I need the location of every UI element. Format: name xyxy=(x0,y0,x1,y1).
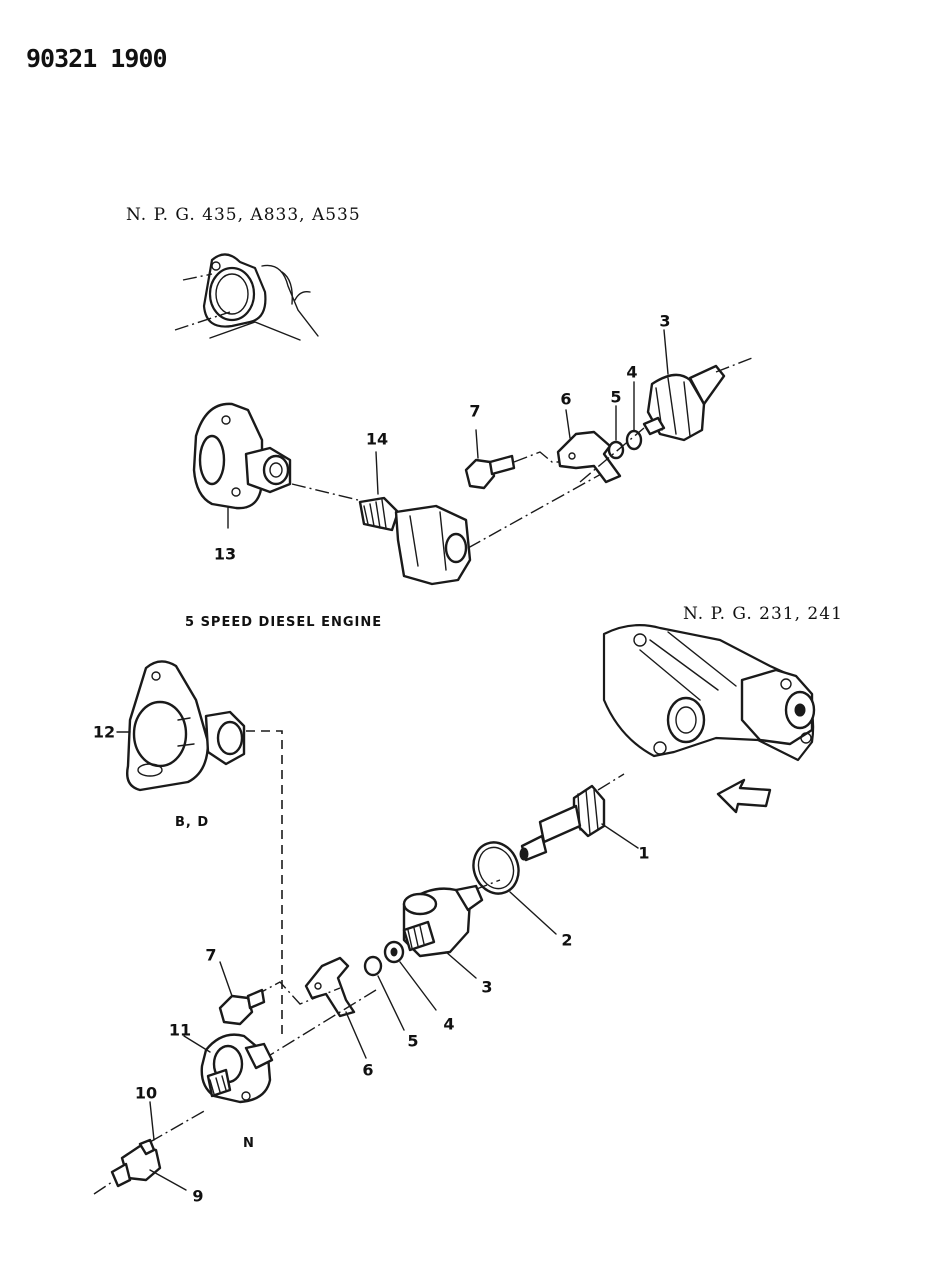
part-10-tip xyxy=(149,1101,155,1141)
part-4-seal-lower xyxy=(383,940,437,1011)
part-12-adapter xyxy=(116,660,283,1034)
callout-lower-7: 7 xyxy=(205,945,217,965)
callout-upper-7: 7 xyxy=(469,401,481,421)
callout-upper-3: 3 xyxy=(659,311,671,331)
callout-lower-2: 2 xyxy=(561,930,573,950)
callout-lower-3: 3 xyxy=(481,977,493,997)
part-6-retainer-lower xyxy=(253,956,367,1059)
transfer-case-inset xyxy=(602,623,816,762)
sub-view-caption-n: N xyxy=(243,1136,255,1151)
part-2-o-ring xyxy=(472,841,557,935)
callout-lower-11: 11 xyxy=(168,1020,192,1040)
part-13-adapter xyxy=(192,402,359,529)
part-14-sensor xyxy=(358,451,613,586)
callout-lower-12: 12 xyxy=(92,722,116,742)
callout-upper-14: 14 xyxy=(365,429,389,449)
callout-lower-9: 9 xyxy=(192,1186,204,1206)
callout-upper-4: 4 xyxy=(626,362,638,382)
part-5-seal-upper xyxy=(607,405,625,460)
callout-lower-1: 1 xyxy=(638,843,650,863)
callout-lower-4: 4 xyxy=(443,1014,455,1034)
part-7-bolt-upper xyxy=(464,429,566,490)
callout-upper-5: 5 xyxy=(610,387,622,407)
callout-lower-6: 6 xyxy=(362,1060,374,1080)
callout-upper-13: 13 xyxy=(213,544,237,564)
document-number: 90321 1900 xyxy=(26,44,168,73)
part-3-housing-upper xyxy=(579,329,753,483)
part-5-seal-lower xyxy=(363,955,405,1031)
transfer-view-applicability: N. P. G. 231, 241 xyxy=(683,604,843,624)
part-1-drive-gear xyxy=(519,773,639,862)
part-9-cable-end xyxy=(93,1109,207,1195)
upper-view-applicability: N. P. G. 435, A833, A535 xyxy=(126,205,361,225)
callout-lower-5: 5 xyxy=(407,1031,419,1051)
sub-view-caption-b-d: B, D xyxy=(175,815,210,830)
diesel-view-caption: 5 SPEED DIESEL ENGINE xyxy=(185,615,383,630)
callout-lower-10: 10 xyxy=(134,1083,158,1103)
part-4-seal-upper xyxy=(625,381,643,451)
part-7-bolt-lower xyxy=(218,961,266,1026)
transmission-housing-inset xyxy=(174,253,319,341)
part-3-housing-lower xyxy=(402,879,501,979)
callout-upper-6: 6 xyxy=(560,389,572,409)
part-6-retainer-upper xyxy=(556,409,622,484)
direction-arrow-icon xyxy=(716,778,772,814)
part-11-adapter xyxy=(183,989,377,1104)
